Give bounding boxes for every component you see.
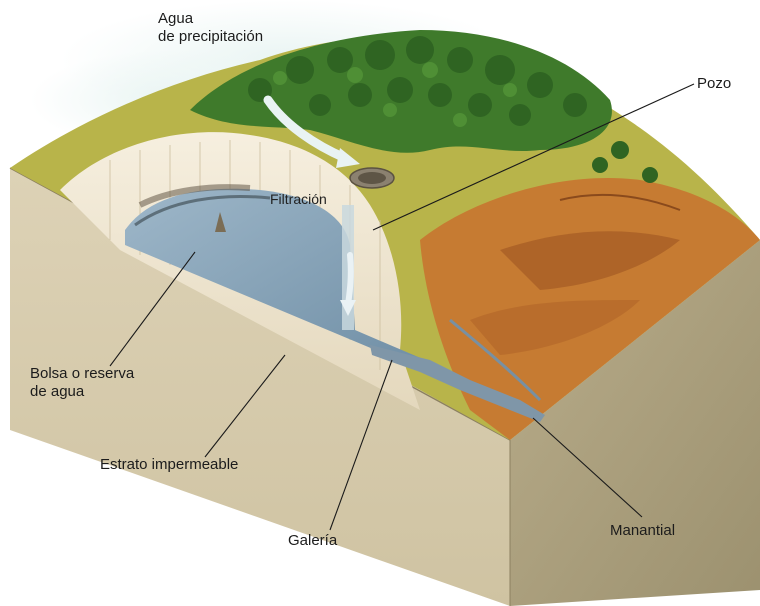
label-estrato-impermeable: Estrato impermeable bbox=[100, 456, 238, 474]
label-agua-line2: de precipitación bbox=[158, 28, 263, 46]
label-agua-precipitacion: Agua de precipitación bbox=[158, 10, 263, 46]
label-bolsa-line1: Bolsa o reserva bbox=[30, 365, 134, 383]
label-filtracion: Filtración bbox=[270, 190, 327, 208]
label-agua-line1: Agua bbox=[158, 10, 263, 28]
label-manantial: Manantial bbox=[610, 522, 675, 540]
label-pozo: Pozo bbox=[697, 75, 731, 93]
label-bolsa-reserva: Bolsa o reserva de agua bbox=[30, 365, 134, 401]
label-bolsa-line2: de agua bbox=[30, 383, 134, 401]
label-galeria: Galería bbox=[288, 532, 337, 550]
